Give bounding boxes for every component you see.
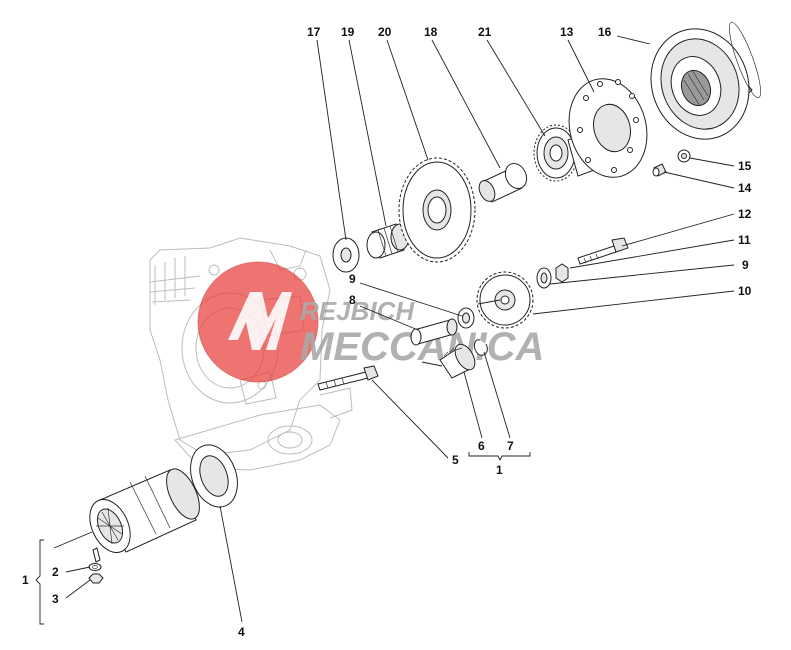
label-13: 13 bbox=[560, 25, 574, 39]
gear-20 bbox=[398, 157, 476, 263]
part-labels: 17 19 20 18 21 13 16 15 14 12 11 9 10 9 … bbox=[22, 25, 752, 639]
circlip-7 bbox=[473, 339, 488, 356]
label-11: 11 bbox=[738, 233, 751, 247]
label-3: 3 bbox=[52, 592, 59, 606]
label-14: 14 bbox=[738, 181, 752, 195]
nut-11 bbox=[555, 263, 569, 283]
starter-motor bbox=[89, 468, 200, 563]
flywheel-16 bbox=[650, 21, 761, 140]
label-4: 4 bbox=[238, 625, 245, 639]
label-2: 2 bbox=[52, 565, 59, 579]
bolt-12 bbox=[577, 237, 629, 265]
watermark-emblem-icon bbox=[228, 292, 292, 350]
label-5: 5 bbox=[452, 453, 459, 467]
gear-10 bbox=[476, 271, 534, 329]
leader-lines bbox=[35, 35, 735, 625]
pinion-gear-6 bbox=[421, 343, 476, 379]
label-20: 20 bbox=[378, 25, 392, 39]
shaft-8 bbox=[410, 318, 458, 346]
label-9-right: 9 bbox=[742, 258, 749, 272]
label-9-left: 9 bbox=[349, 272, 356, 286]
label-19: 19 bbox=[341, 25, 355, 39]
label-7: 7 bbox=[507, 439, 514, 453]
washer-2 bbox=[88, 563, 102, 571]
label-18: 18 bbox=[424, 25, 438, 39]
label-12: 12 bbox=[738, 207, 752, 221]
label-16: 16 bbox=[598, 25, 612, 39]
label-6: 6 bbox=[478, 439, 485, 453]
bolt-5 bbox=[317, 365, 379, 391]
freewheel-21 bbox=[533, 124, 601, 182]
label-1: 1 bbox=[22, 573, 29, 587]
label-8: 8 bbox=[349, 293, 356, 307]
flange-13 bbox=[568, 78, 648, 178]
label-21: 21 bbox=[478, 25, 492, 39]
label-17: 17 bbox=[307, 25, 321, 39]
label-1-group: 1 bbox=[496, 463, 503, 477]
gasket-4 bbox=[190, 444, 238, 508]
nut-3 bbox=[88, 573, 104, 584]
sleeve-18 bbox=[478, 162, 528, 203]
label-15: 15 bbox=[738, 159, 752, 173]
label-10: 10 bbox=[738, 284, 752, 298]
